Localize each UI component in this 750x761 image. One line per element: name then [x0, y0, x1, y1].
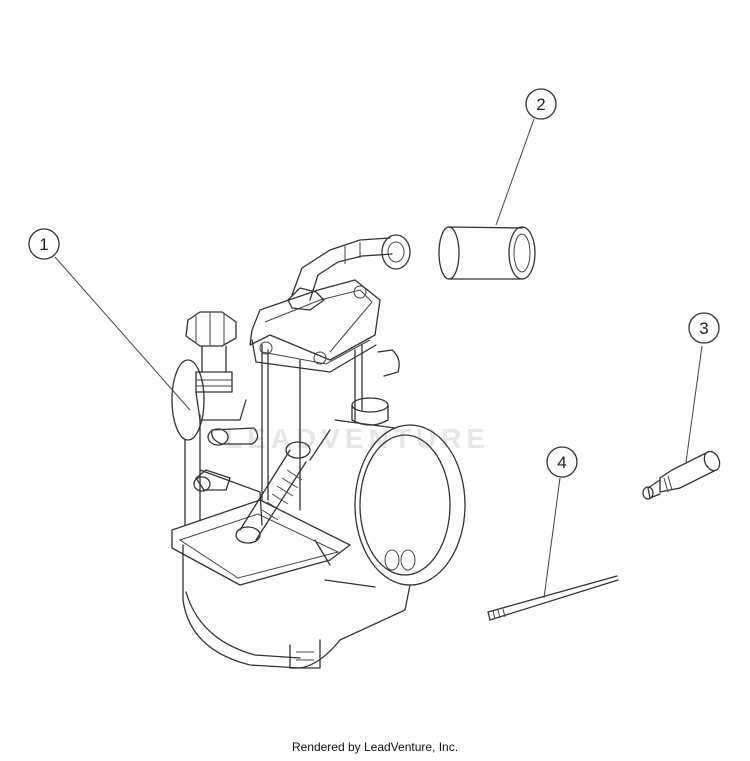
- leader-lines: [54, 118, 703, 599]
- callout-1[interactable]: 1: [28, 228, 60, 260]
- callout-4-number: 4: [557, 453, 566, 472]
- callout-2[interactable]: 2: [525, 88, 557, 120]
- callout-2-number: 2: [536, 95, 545, 114]
- carburetor-illustration: [171, 234, 466, 669]
- callout-3[interactable]: 3: [688, 312, 720, 344]
- footer-credit: Rendered by LeadVenture, Inc.: [291, 740, 459, 754]
- callout-4[interactable]: 4: [546, 446, 578, 478]
- part-2-sleeve: [438, 226, 536, 280]
- callout-1-number: 1: [39, 235, 48, 254]
- part-3-jet: [642, 450, 721, 500]
- part-4-needle: [487, 575, 619, 621]
- callout-3-number: 3: [699, 319, 708, 338]
